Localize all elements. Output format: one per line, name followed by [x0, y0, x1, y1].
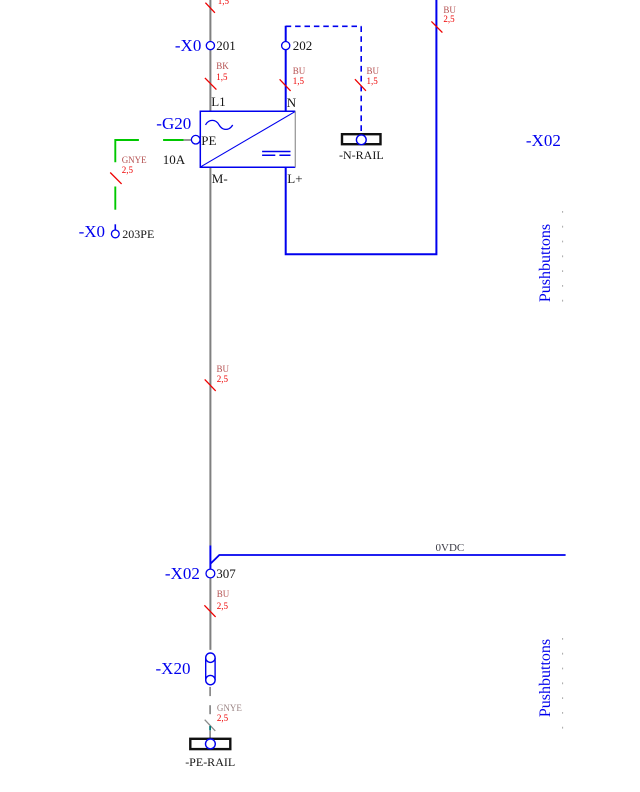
psu-port-l1: L1	[211, 94, 226, 110]
wire-color-label-gnye-top: GNYE	[121, 154, 147, 165]
terminal-202-circle	[280, 40, 291, 51]
pe-rail-label: -PE-RAIL	[185, 754, 236, 769]
n-rail-circle	[355, 134, 367, 146]
slash-bu-202	[279, 78, 292, 92]
wire-pe-green-corner	[114, 139, 139, 163]
potential-label-0vdc: 0VDC	[435, 542, 465, 555]
device-tag-x0-pe: -X0	[78, 221, 106, 241]
slash-l1-top	[204, 2, 216, 14]
device-tag-x02-right: -X02	[525, 131, 561, 151]
terminal-201-circle	[205, 40, 216, 51]
wire-l-plus-loop	[284, 0, 438, 256]
function-text-pushbuttons-lower: Pushbuttons	[536, 639, 554, 718]
wire-size-label-gnye-bottom: 2,5	[216, 713, 229, 723]
x20-terminal-sides	[205, 657, 216, 681]
terminal-pin-203pe: 203PE	[122, 226, 155, 241]
terminal-203pe-circle	[110, 229, 120, 239]
wire-0vdc-bus	[209, 554, 566, 565]
x20-terminal-bottom-circle	[204, 674, 216, 686]
wire-size-label-bu-top-right: 2,5	[443, 14, 455, 25]
slash-bu-top-right	[430, 20, 443, 34]
wire-size-label-bu-202: 1,5	[292, 75, 304, 86]
psu-rating-10a: 10A	[162, 152, 186, 168]
function-text-pushbuttons-upper: Pushbuttons	[537, 223, 555, 302]
slash-bk-201	[204, 77, 217, 91]
pe-rail-circle	[204, 738, 217, 750]
wire-size-label-gnye-top: 2,5	[121, 165, 133, 176]
wire-color-label-bu-307: BU	[216, 589, 230, 600]
wire-color-label-bu-mid: BU	[216, 364, 230, 374]
slash-gnye-top	[109, 172, 123, 185]
wire-size-label-bk: 1,5	[216, 72, 228, 83]
psu-pe-terminal-circle	[190, 134, 201, 145]
wire-color-label-gnye-bottom: GNYE	[216, 703, 242, 714]
wire-color-label-bu-top-right: BU	[443, 4, 456, 15]
n-rail-label: -N-RAIL	[339, 148, 384, 163]
terminal-307-circle	[205, 568, 216, 579]
device-tag-g20: -G20	[156, 114, 192, 133]
device-tag-x0: -X0	[174, 36, 202, 55]
wire-size-label-bu-nrail: 1,5	[366, 75, 378, 86]
wire-size-label-bu-mid: 2,5	[216, 374, 228, 384]
wire-size-label-bu-307: 2,5	[216, 600, 229, 611]
wire-size-label-top-cut: 1,5	[217, 0, 229, 7]
wire-color-label-bu-202: BU	[292, 66, 306, 77]
terminal-pin-307: 307	[216, 565, 236, 581]
psu-port-n: N	[286, 94, 297, 110]
psu-diagonal	[200, 111, 296, 168]
ac-sine-icon	[204, 119, 234, 131]
psu-port-m-minus: M-	[211, 171, 228, 187]
psu-port-pe: PE	[201, 132, 217, 148]
terminal-pin-201: 201	[216, 38, 236, 53]
slash-bu-307	[203, 604, 217, 618]
x20-terminal-top-circle	[204, 652, 216, 664]
slash-bu-mid	[204, 378, 217, 392]
terminal-pin-202: 202	[292, 38, 313, 53]
wire-color-label-bu-nrail: BU	[366, 66, 380, 77]
psu-port-l-plus: L+	[287, 171, 303, 187]
slash-bu-nrail	[354, 78, 367, 92]
wire-color-label-bk: BK	[216, 61, 229, 72]
device-tag-x20: -X20	[155, 659, 191, 679]
device-tag-x02: -X02	[164, 563, 200, 583]
slash-gnye-bottom	[204, 719, 216, 732]
